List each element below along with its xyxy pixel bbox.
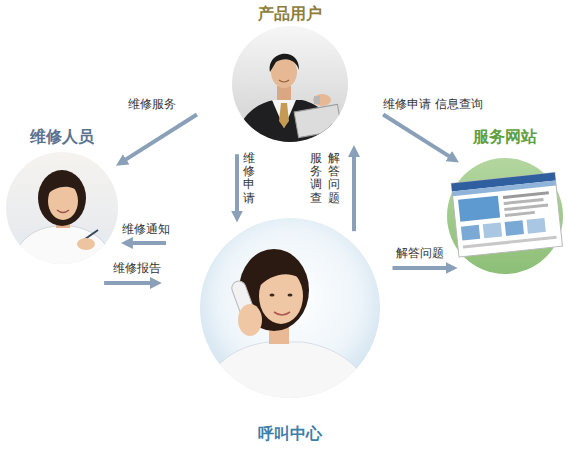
website-screenshot [458,196,500,222]
flow-label: 解答问题 [328,150,340,207]
website-screenshot [447,158,563,274]
website-screenshot [505,211,535,217]
website-screenshot [451,173,562,257]
flow-arrow [132,241,166,245]
user-photo [272,100,296,128]
circle-node: 产品用户 [232,26,348,142]
circle-node: 呼叫中心 [200,218,380,398]
website-screenshot [504,203,548,211]
flow-arrow [392,266,446,270]
call-center-photo [288,293,293,296]
user-photo [234,54,342,144]
user-photo [277,86,291,102]
website-screenshot [451,173,562,257]
flow-arrow [104,281,150,285]
edge-label: 维修报告 [111,261,163,275]
user-photo [313,94,331,106]
website-screenshot [463,236,557,249]
edge-label: 维修申请 信息查询 [381,97,485,111]
call-center-photo [238,304,262,336]
edge-label: 服务调查 [310,150,322,207]
website-screenshot [504,198,544,205]
website-screenshot [503,191,549,199]
website-screenshot [447,158,563,274]
circle-node: 维修人员 [6,152,118,264]
user-photo [314,96,320,104]
user-photo [294,104,342,137]
website-screenshot [527,218,546,234]
edge-label: 维修通知 [120,222,172,236]
flow-arrow [352,156,356,231]
node-title: 服务网站 [473,127,537,147]
call-center-photo [200,218,380,400]
technician-photo [12,226,114,266]
technician-photo [45,180,81,196]
user-photo [270,54,299,72]
edge-label: 维修服务 [126,97,178,111]
flow-arrow [383,114,449,156]
call-center-photo [256,264,306,290]
technician-photo [12,170,114,266]
technician-photo [38,170,86,226]
node-title: 呼叫中心 [258,424,322,444]
edge-label: 维修申请 [243,150,255,207]
call-center-photo [202,342,376,400]
technician-photo [6,152,118,266]
call-center-photo [202,249,376,400]
node-title: 维修人员 [30,127,94,147]
website-screenshot [505,220,524,236]
flow-arrow [126,114,197,159]
node-title: 产品用户 [258,4,322,24]
call-center-photo [270,293,275,296]
edge-label: 解答问题 [394,246,446,260]
flow-arrow [235,154,239,211]
user-photo [279,80,289,82]
website-screenshot [483,222,502,238]
user-photo [232,26,348,144]
website-screenshot [461,225,480,241]
call-center-photo [274,312,290,315]
technician-photo [57,210,69,213]
technician-photo [77,238,95,250]
circle-node: 服务网站 [447,158,563,274]
user-photo [279,103,289,128]
